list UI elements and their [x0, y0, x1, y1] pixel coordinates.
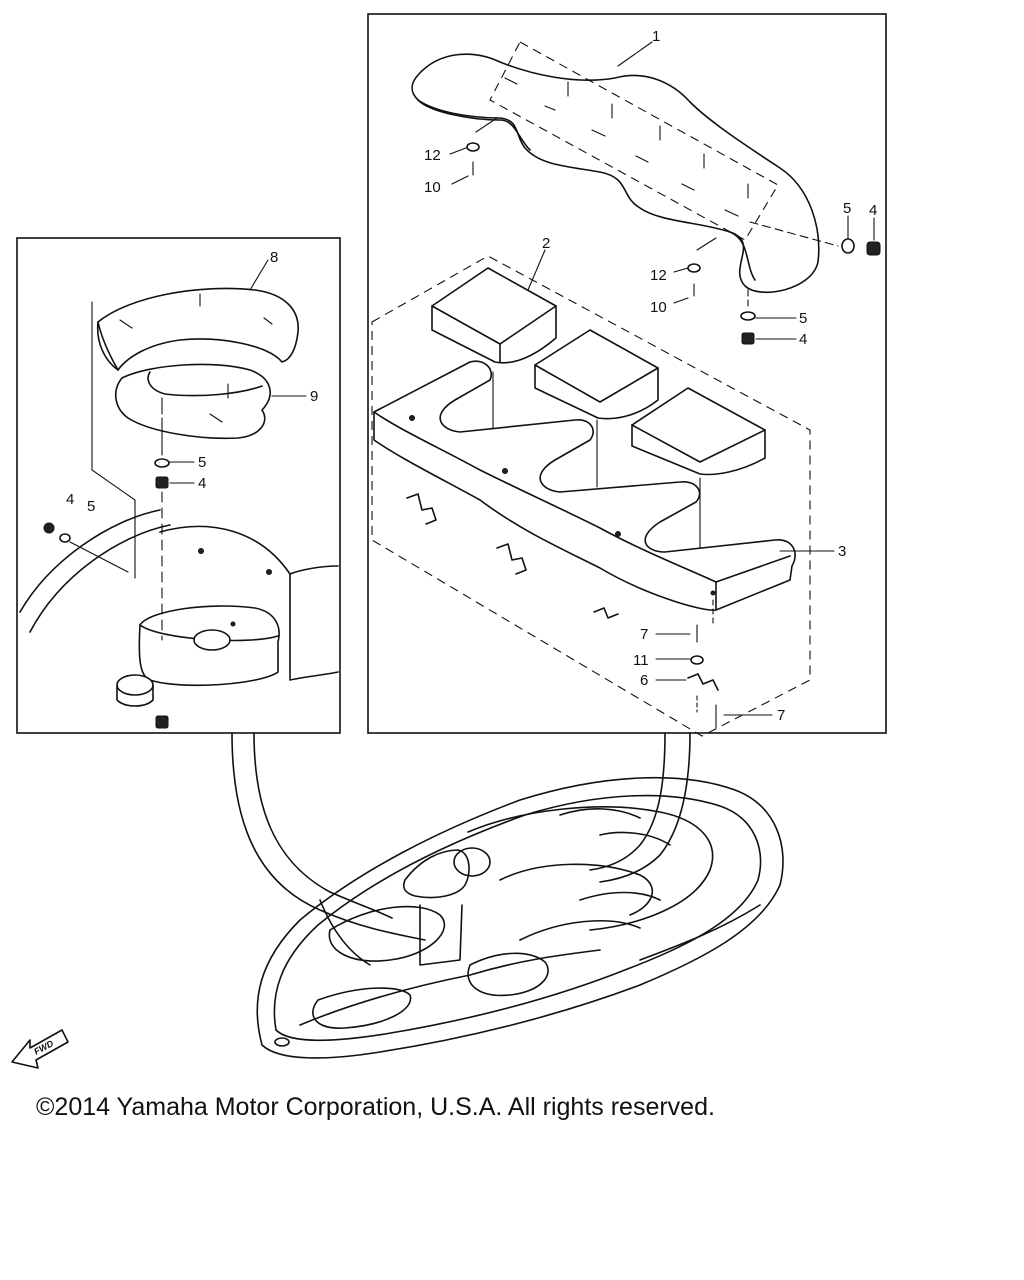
copyright-notice: ©2014 Yamaha Motor Corporation, U.S.A. A…	[36, 1093, 715, 1121]
part-2-seat-cushions	[431, 267, 766, 476]
callout-4: 4	[66, 491, 74, 508]
part-1-fasteners	[466, 117, 881, 345]
callout-4: 4	[799, 331, 807, 348]
callout-9: 9	[310, 388, 318, 405]
callout-5: 5	[87, 498, 95, 515]
callout-4: 4	[869, 202, 877, 219]
part-8-backrest-cushion	[96, 287, 299, 371]
callout-7: 7	[640, 626, 648, 643]
callout-6: 6	[640, 672, 648, 689]
part-1-backrest-cushion	[411, 41, 820, 294]
part-9-base-cushion	[115, 363, 271, 440]
callout-10: 10	[424, 179, 441, 196]
fwd-arrow-icon: FWD	[11, 1029, 69, 1069]
seat-base-fasteners	[687, 599, 719, 729]
callout-12: 12	[650, 267, 667, 284]
callout-10: 10	[650, 299, 667, 316]
callout-2: 2	[542, 235, 550, 252]
callout-labels: 1 2 3 4 4 4 4 5 5 5 5 6 7 7 8 9 10 10 11…	[66, 28, 877, 724]
right-detail-frame	[367, 13, 887, 734]
callout-1: 1	[652, 28, 660, 45]
part-3-seat-base	[373, 360, 796, 611]
callout-8: 8	[270, 249, 278, 266]
callout-4: 4	[198, 475, 206, 492]
left-fastener-stack	[154, 417, 170, 641]
connector-ribbons	[231, 732, 691, 966]
left-side-fasteners	[43, 522, 129, 573]
leader-lines	[169, 41, 875, 716]
callout-12: 12	[424, 147, 441, 164]
parts-diagram: 1 2 3 4 4 4 4 5 5 5 5 6 7 7 8 9 10 10 11…	[11, 13, 887, 1069]
callout-5: 5	[843, 200, 851, 217]
callout-11: 11	[633, 652, 649, 669]
boat-hull	[256, 776, 784, 1059]
callout-7: 7	[777, 707, 785, 724]
left-hull-section	[19, 509, 339, 729]
callout-5: 5	[799, 310, 807, 327]
callout-5: 5	[198, 454, 206, 471]
left-detail-frame	[16, 237, 341, 734]
left-assembly-leader	[91, 301, 136, 579]
seat-clips	[406, 493, 619, 619]
callout-3: 3	[838, 543, 846, 560]
